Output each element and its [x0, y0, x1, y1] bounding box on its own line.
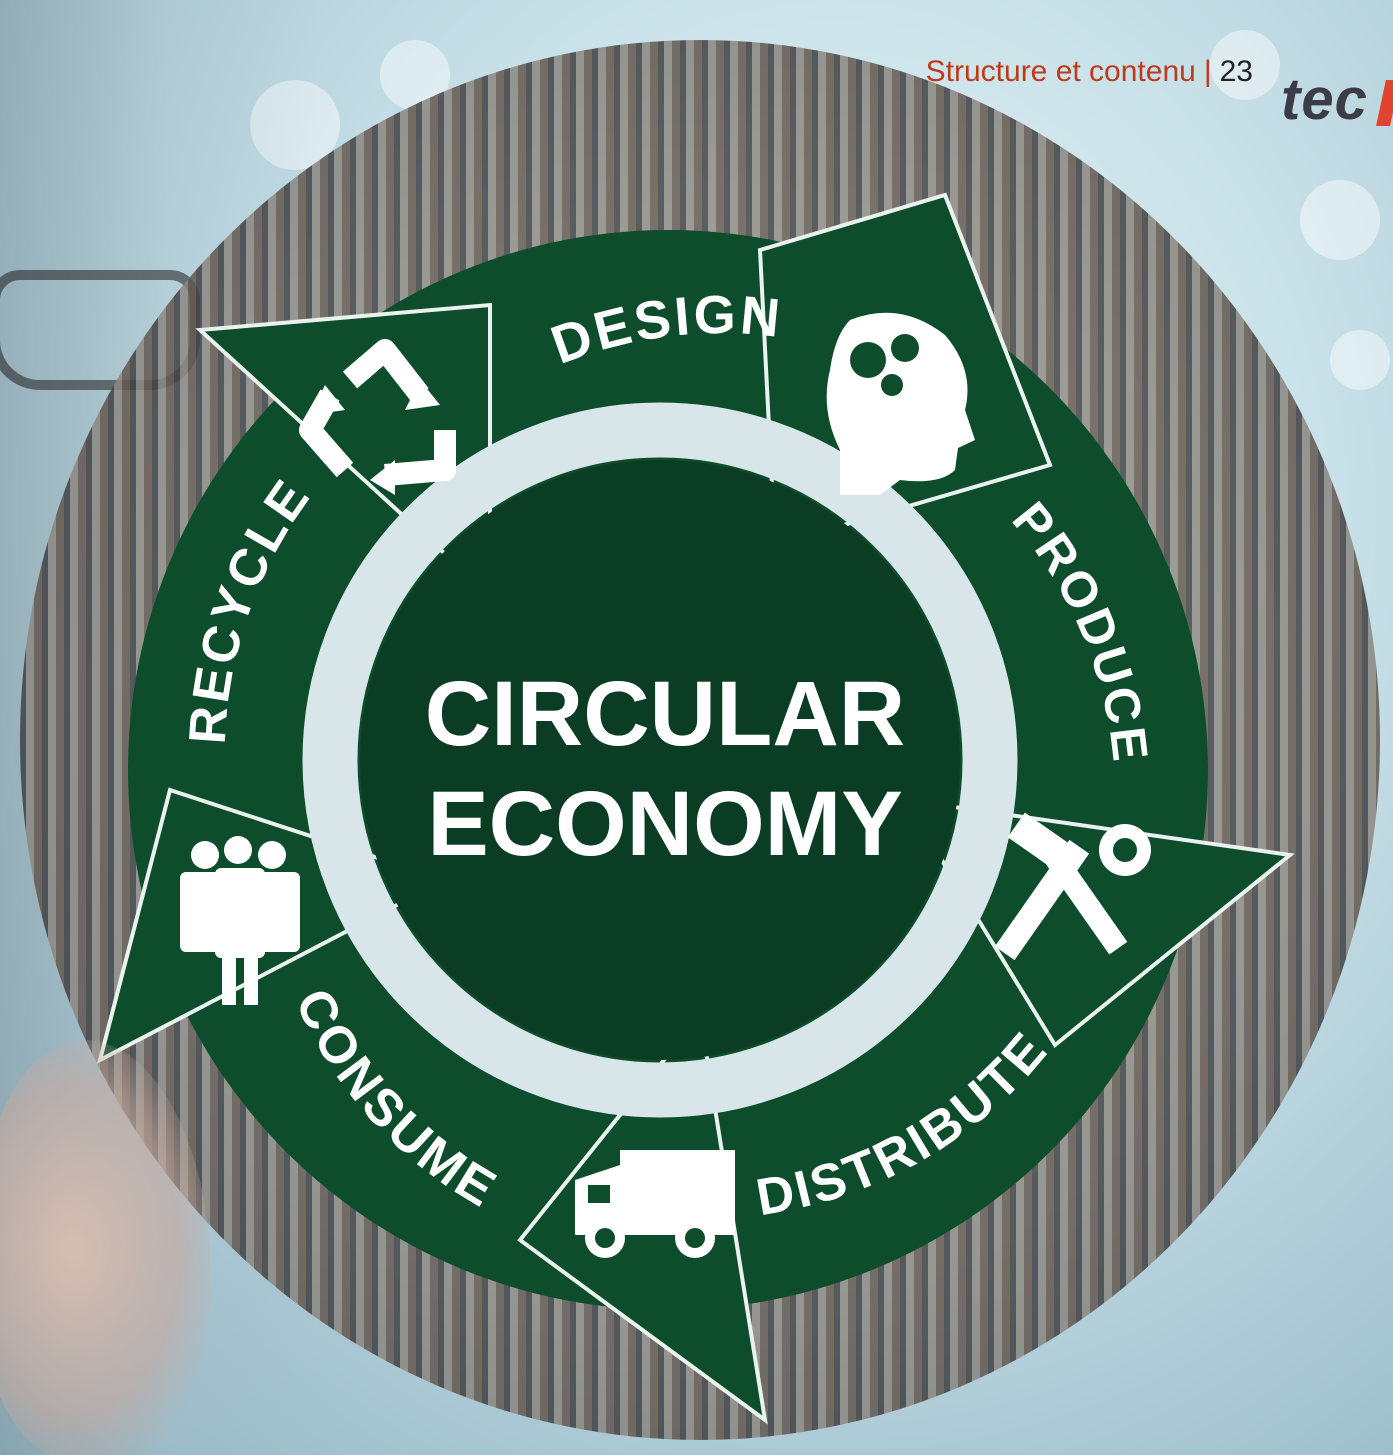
brand-logo: tec	[1273, 72, 1393, 132]
bokeh-light	[1300, 180, 1380, 260]
page-number: 23	[1219, 55, 1253, 88]
logo-text: tec	[1281, 72, 1368, 132]
recycle-icon	[299, 339, 456, 495]
inner-light-ring	[302, 402, 1018, 1118]
hammer-wrench-icon	[994, 812, 1151, 961]
delivery-truck-icon	[575, 1150, 735, 1258]
page-header: Structure et contenu|23	[926, 52, 1253, 92]
bokeh-light	[1210, 30, 1280, 100]
logo-accent	[1376, 80, 1393, 126]
center-disc	[360, 460, 960, 1060]
head-gears-icon	[826, 312, 975, 495]
center-title-line2: ECONOMY	[427, 773, 902, 875]
section-title: Structure et contenu	[925, 55, 1196, 88]
center-title-line1: CIRCULAR	[425, 663, 905, 765]
header-separator: |	[1203, 55, 1212, 88]
bokeh-light	[1330, 330, 1390, 390]
people-group-icon	[180, 836, 300, 1005]
